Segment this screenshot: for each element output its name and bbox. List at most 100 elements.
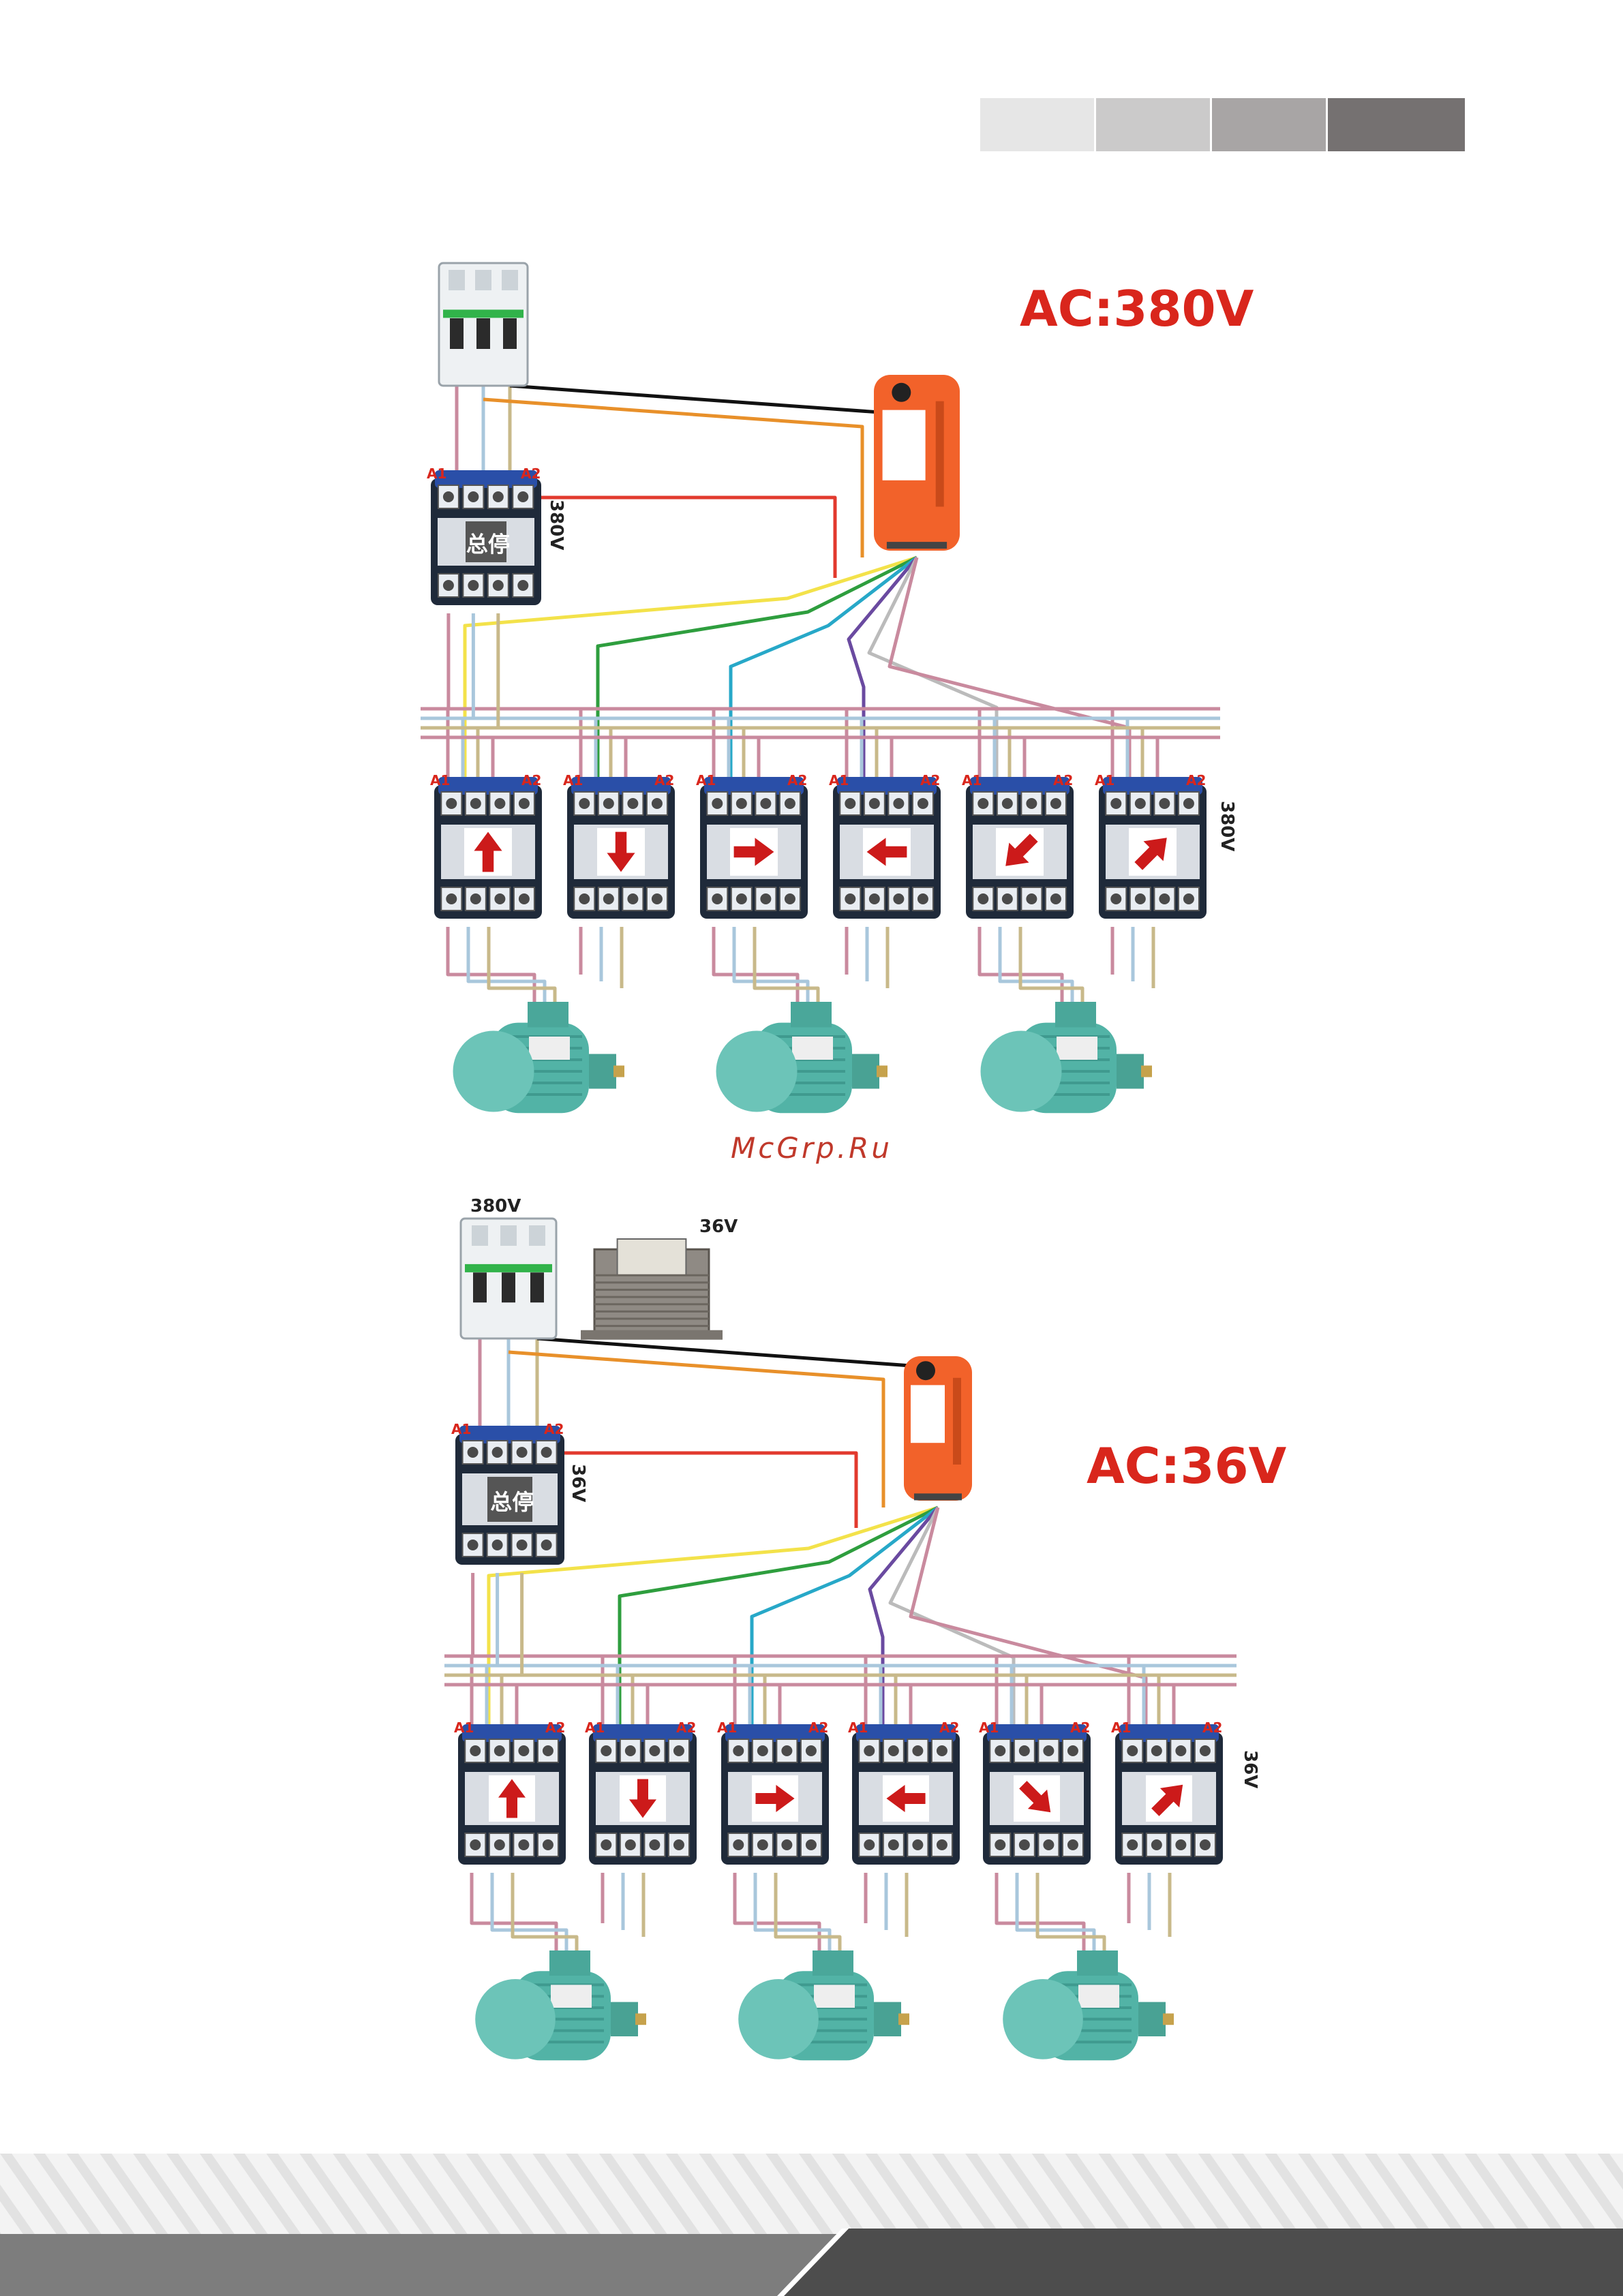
terminal-screw [652,893,663,904]
terminal-screw [1127,1839,1138,1850]
terminal-screw [893,893,904,904]
terminal-label-a1: A1 [1095,772,1114,789]
remote-button [916,1361,935,1380]
terminal-screw [736,893,747,904]
terminal-screw [1067,1745,1078,1756]
motor-nameplate [1057,1037,1097,1060]
terminal-screw [470,1839,481,1850]
terminal-screw [1135,893,1146,904]
breaker-terminal [500,1225,517,1246]
terminal-screw [1175,1839,1186,1850]
terminal-screw [601,1745,611,1756]
page-footer [0,2154,1623,2296]
breaker-terminal [449,270,465,290]
terminal-label-a2: A2 [544,1421,564,1437]
breaker-terminal [529,1225,545,1246]
direction-contactor: A1A2 [563,772,675,919]
terminal-screw [1159,893,1170,904]
motor [716,1002,888,1113]
terminal-screw [864,1839,875,1850]
terminal-screw [494,1745,505,1756]
remote-button [892,383,911,402]
motor-wire [997,1873,1084,1957]
motor-end-cap [1003,1979,1083,2060]
terminal-label-a2: A2 [654,772,674,789]
terminal-screw [649,1839,660,1850]
terminal-screw [1019,1745,1030,1756]
master-label: 总停 [490,1489,534,1515]
breaker-green-strip [443,309,524,318]
direction-contactor: A1A2 [962,772,1074,919]
watermark: McGrp.Ru [0,1131,1623,1165]
motor-end-cap [716,1031,798,1112]
remote-receiver [904,1356,972,1501]
remote-side-buttons [936,401,944,507]
terminal-screw [517,1447,528,1458]
terminal-screw [912,1839,923,1850]
remote-feed [509,1352,883,1507]
motor-nameplate [814,1985,855,2008]
terminal-label-a1: A1 [717,1719,737,1736]
terminal-screw [1200,1745,1211,1756]
terminal-screw [543,1839,553,1850]
terminal-screw [806,1839,817,1850]
terminal-screw [1175,1745,1186,1756]
terminal-screw [1183,798,1194,809]
terminal-screw [1050,893,1061,904]
breaker-terminal [475,270,491,290]
terminal-screw [917,893,928,904]
circuit-breaker [461,1219,556,1338]
transformer-voltage-label: 36V [699,1216,738,1237]
terminal-screw [1026,798,1037,809]
terminal-screw [443,491,454,502]
terminal-screw [1159,798,1170,809]
terminal-screw [1050,798,1061,809]
motor-shaft [1141,1066,1152,1077]
direction-contactor: A1A2 [829,772,941,919]
motor-nameplate [792,1037,833,1060]
terminal-screw [493,580,504,591]
terminal-label-a2: A2 [545,1719,565,1736]
terminal-screw [494,1839,505,1850]
terminal-screw [470,1745,481,1756]
remote-receiver [874,375,960,551]
terminal-screw [757,1745,768,1756]
terminal-label-a2: A2 [1070,1719,1090,1736]
terminal-screw [579,893,590,904]
terminal-screw [1002,798,1013,809]
breaker-green-strip [465,1264,552,1272]
terminal-screw [1026,893,1037,904]
motor [981,1002,1153,1113]
breaker-terminal [472,1225,488,1246]
motor-end-cap [475,1979,556,2060]
terminal-screw [470,893,481,904]
motor-wire [448,927,534,1009]
direction-contactor: A1A2 [1111,1719,1223,1865]
terminal-screw [1002,893,1013,904]
terminal-label-a1: A1 [430,772,450,789]
motor [453,1002,625,1113]
terminal-screw [1135,798,1146,809]
terminal-screw [601,1839,611,1850]
motor-flange [852,1054,879,1089]
motor-nameplate [1078,1985,1119,2008]
motor-shaft [877,1066,888,1077]
motor-junction-box [813,1950,853,1976]
motor-junction-box [549,1950,590,1976]
motor [475,1950,646,2060]
terminal-screw [912,1745,923,1756]
terminal-screw [1151,1745,1162,1756]
terminal-screw [518,1745,529,1756]
terminal-label-a1: A1 [829,772,849,789]
terminal-screw [888,1839,899,1850]
terminal-screw [470,798,481,809]
terminal-label-a1: A1 [962,772,982,789]
breaker-terminal [502,270,518,290]
terminal-screw [733,1839,744,1850]
motor [1003,1950,1174,2060]
terminal-screw [603,798,614,809]
terminal-screw [785,893,795,904]
terminal-screw [1110,893,1121,904]
terminal-screw [519,798,530,809]
terminal-screw [494,798,505,809]
